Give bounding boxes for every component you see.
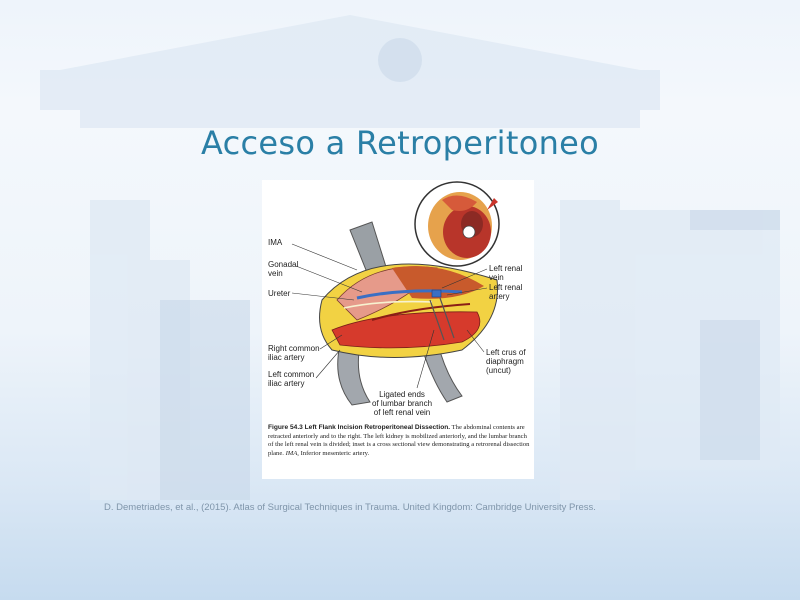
figure-caption-abbrev-term: IMA (285, 449, 298, 457)
figure-caption-text: The abdominal contents are retracted ant… (268, 424, 530, 457)
label-gonadal-vein: Gonadal vein (268, 260, 299, 278)
slide-title: Acceso a Retroperitoneo (200, 124, 600, 163)
label-ima: IMA (268, 238, 283, 247)
cross-section-inset (414, 181, 500, 267)
label-left-crus: Left crus of diaphragm (uncut) (486, 348, 526, 375)
surgical-illustration (291, 181, 500, 406)
figure-caption-label: Figure 54.3 Left Flank Incision Retroper… (268, 424, 451, 431)
surgical-field (319, 263, 499, 358)
citation: D. Demetriades, et al., (2015). Atlas of… (104, 502, 596, 513)
label-ligated-ends: Ligated ends of lumbar branch of left re… (372, 390, 433, 417)
figure-caption-abbrev-def: , Inferior mesenteric artery. (297, 449, 370, 457)
figure-panel: IMA Gonadal vein Ureter Right common ili… (262, 180, 534, 479)
leader-lines (291, 243, 488, 389)
figure-caption: Figure 54.3 Left Flank Incision Retroper… (268, 424, 530, 458)
label-left-common-iliac: Left common iliac artery (268, 370, 315, 388)
label-right-common-iliac: Right common iliac artery (268, 344, 320, 362)
label-left-renal-vein: Left renal vein (489, 264, 523, 282)
label-ureter: Ureter (268, 289, 291, 298)
label-left-renal-artery: Left renal artery (489, 283, 523, 301)
